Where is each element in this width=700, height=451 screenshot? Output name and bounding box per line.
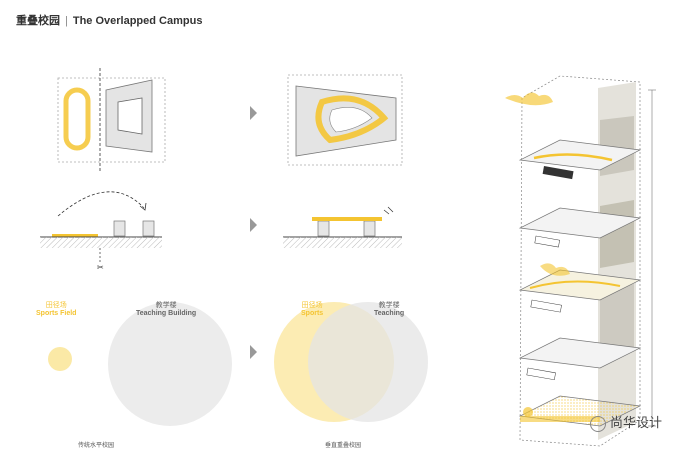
arrow-icon — [250, 218, 257, 232]
right-caption: 垂直重叠校园 — [325, 443, 362, 449]
floor-slab — [518, 337, 642, 369]
sports-field-bubble — [48, 347, 72, 371]
teaching-label-cn: 教学楼 — [378, 302, 400, 309]
watermark-text: 尚华设计 — [610, 415, 663, 430]
sports-field-label-en: Sports Field — [36, 310, 77, 317]
wechat-icon — [590, 415, 606, 432]
sports-field-label-cn: 田径场 — [45, 302, 67, 309]
sports-field-label: 田径场 Sports Field — [36, 300, 76, 317]
sports-label-cn: 田径场 — [301, 302, 323, 309]
title-en: The Overlapped Campus — [72, 15, 203, 27]
arrow-icon — [250, 106, 257, 120]
teaching-label-en: Teaching — [374, 310, 405, 317]
sports-label: 田径场 Sports — [301, 300, 323, 317]
sports-label-en: Sports — [301, 310, 324, 317]
floor-slab — [518, 207, 642, 239]
teaching-label: 教学楼 Teaching — [374, 300, 404, 317]
left-section: ✂ — [40, 191, 162, 272]
right-section — [283, 206, 402, 248]
title-cn: 重叠校园 — [16, 15, 60, 27]
sports-track-plan — [63, 87, 91, 151]
right-plan — [287, 74, 403, 166]
move-arrow — [57, 191, 145, 217]
left-caption: 传统水平校园 — [78, 443, 115, 449]
vertical-campus-axonometric — [505, 75, 656, 447]
scissors-icon: ✂ — [97, 263, 104, 272]
title-separator: | — [65, 15, 68, 27]
arrow-icon — [250, 345, 257, 359]
floor-slab — [518, 269, 642, 301]
sports-track-plan — [315, 95, 389, 144]
teaching-building-label-en: Teaching Building — [136, 310, 197, 317]
teaching-building-label: 教学楼 Teaching Building — [136, 300, 196, 317]
teaching-building-label-cn: 教学楼 — [155, 302, 177, 309]
left-plan — [57, 68, 166, 172]
page-title: 重叠校园 | The Overlapped Campus — [16, 12, 202, 28]
teaching-building-bubble — [108, 302, 232, 426]
teaching-bubble — [308, 302, 428, 422]
watermark: 尚华设计 — [590, 412, 662, 432]
